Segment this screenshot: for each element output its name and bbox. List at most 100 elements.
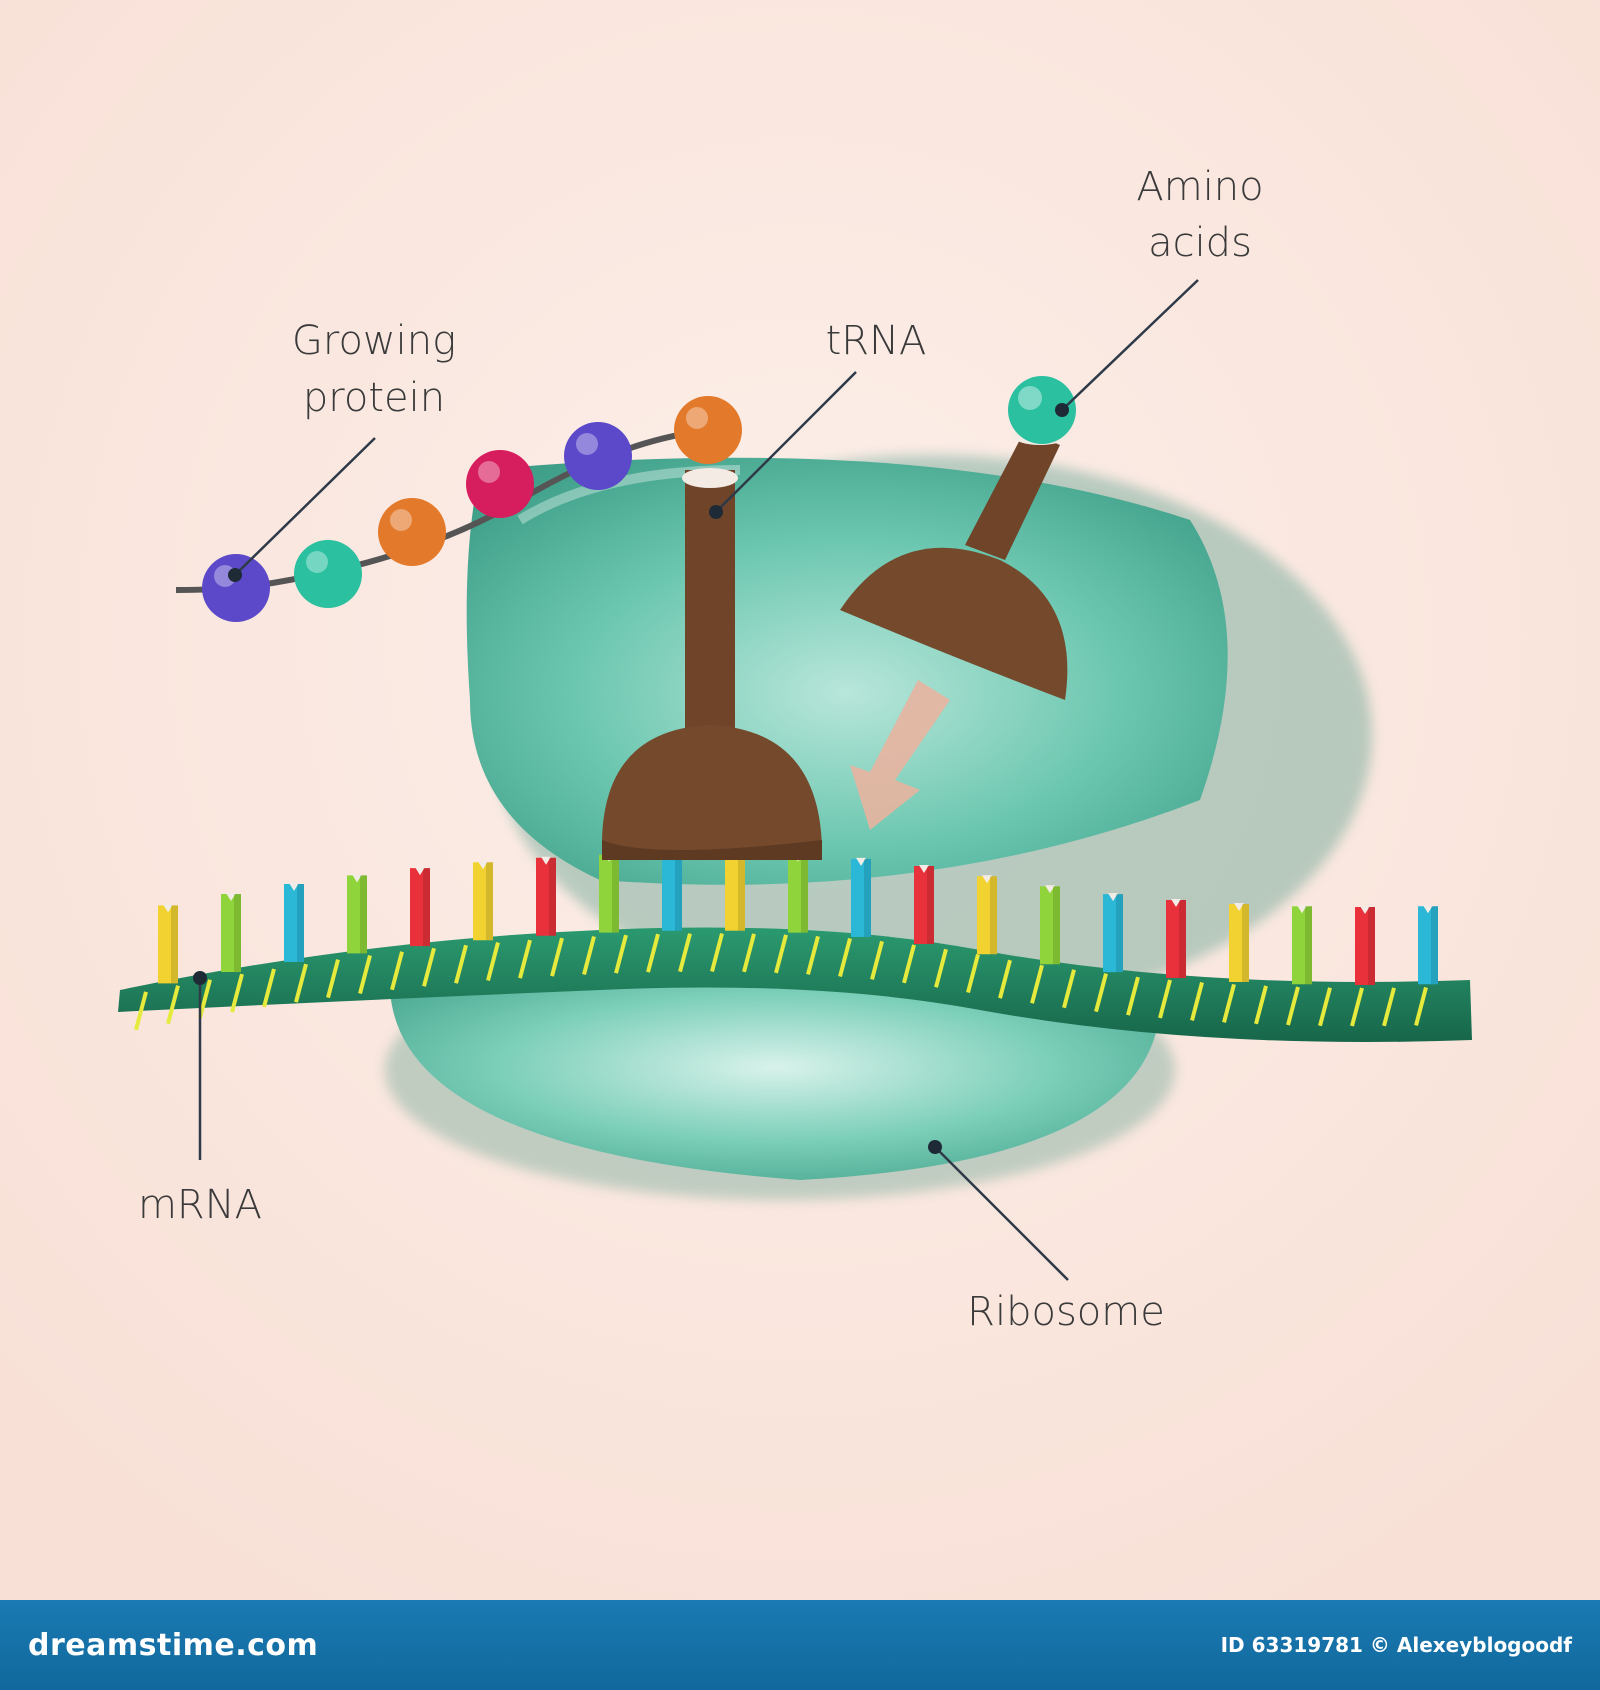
mrna-stripe (326, 959, 340, 999)
mrna-base-notch (289, 883, 299, 892)
protein-bead (674, 396, 742, 464)
mrna-base-shade (801, 854, 808, 933)
label-growing-protein-line2: protein (303, 375, 445, 421)
mrna-stripe (1094, 973, 1108, 1013)
trna-bound (601, 468, 822, 860)
mrna-stripe (806, 935, 820, 975)
translation-diagram: Growing protein tRNA Amino acids mRNA Ri… (0, 0, 1600, 1600)
mrna-base (788, 854, 808, 933)
mrna-strand (118, 851, 1472, 1042)
mrna-stripe (262, 968, 276, 1008)
mrna-stripe (454, 944, 468, 984)
label-amino-acids-line1: Amino (1136, 164, 1263, 210)
mrna-stripe (1350, 987, 1364, 1027)
mrna-base (1418, 906, 1438, 985)
mrna-base (221, 894, 241, 973)
mrna-stripe (614, 934, 628, 974)
mrna-stripe (1414, 986, 1428, 1026)
protein-bead-highlight (390, 509, 412, 531)
mrna-stripe (1190, 981, 1204, 1021)
protein-bead-highlight (576, 433, 598, 455)
mrna-base-notch (1423, 905, 1433, 914)
mrna-base (410, 868, 430, 947)
mrna-stripe (646, 933, 660, 973)
footer-bar: dreamstime.com ID 63319781 © Alexeyblogo… (0, 1600, 1600, 1690)
mrna-base (1229, 903, 1249, 982)
mrna-base-notch (352, 874, 362, 883)
mrna-base (662, 852, 682, 931)
mrna-stripe (294, 963, 308, 1003)
mrna-base-shade (1242, 903, 1249, 982)
protein-bead (466, 450, 534, 518)
protein-bead (294, 540, 362, 608)
mrna-stripe (870, 940, 884, 980)
mrna-base-notch (1234, 902, 1244, 911)
label-trna: tRNA (826, 318, 927, 364)
movement-arrow (850, 680, 950, 830)
protein-bead (564, 422, 632, 490)
mrna-stripe (1382, 987, 1396, 1027)
mrna-base-notch (1108, 893, 1118, 902)
label-growing-protein-line1: Growing (292, 318, 456, 364)
mrna-stripe (198, 979, 212, 1019)
mrna-stripe (710, 933, 724, 973)
mrna-base-shade (1116, 894, 1123, 973)
mrna-base-notch (919, 864, 929, 873)
footer-brand: dreamstime.com (28, 1627, 319, 1663)
protein-beads (202, 396, 742, 622)
mrna-stripe (774, 934, 788, 974)
mrna-stripe (134, 991, 148, 1031)
mrna-base-shade (234, 894, 241, 973)
mrna-bases (158, 851, 1438, 985)
mrna-base-notch (163, 904, 173, 913)
mrna-base (725, 852, 745, 931)
mrna-base-shade (486, 862, 493, 941)
label-amino-acids-line2: acids (1148, 220, 1252, 266)
mrna-base (977, 876, 997, 955)
mrna-base-notch (415, 867, 425, 876)
mrna-base-shade (1368, 906, 1375, 985)
mrna-base (158, 905, 178, 984)
mrna-base-shade (1053, 886, 1060, 965)
mrna-base (284, 884, 304, 963)
mrna-stripe (550, 937, 564, 977)
mrna-base-notch (856, 857, 866, 866)
mrna-stripe (358, 954, 372, 995)
mrna-base (851, 858, 871, 937)
mrna-stripe (1286, 986, 1300, 1026)
mrna-stripe (1222, 983, 1236, 1023)
label-mrna: mRNA (138, 1182, 262, 1228)
protein-bead (378, 498, 446, 566)
mrna-base (1040, 886, 1060, 965)
leader-lines (198, 279, 1199, 1281)
mrna-stripe (1254, 985, 1268, 1025)
protein-bead-highlight (306, 551, 328, 573)
mrna-base-notch (541, 856, 551, 865)
protein-bead (202, 554, 270, 622)
mrna-stripe (1062, 969, 1076, 1009)
mrna-base (473, 862, 493, 941)
mrna-stripe (230, 973, 244, 1013)
mrna-base (1292, 906, 1312, 985)
amino-acid (1008, 376, 1076, 444)
mrna-base-shade (738, 852, 745, 931)
mrna-base-shade (1179, 899, 1186, 978)
mrna-base (347, 875, 367, 954)
mrna-base-shade (612, 854, 619, 933)
footer-credit: ID 63319781 © Alexeyblogoodf (1220, 1633, 1572, 1657)
mrna-stripe (966, 954, 980, 994)
mrna-stripe (902, 944, 916, 984)
leader-dots (193, 403, 1069, 1154)
mrna-base-notch (478, 861, 488, 870)
mrna-base (599, 854, 619, 933)
mrna-base (1355, 906, 1375, 985)
mrna-stripe (998, 959, 1012, 999)
mrna-base-shade (675, 852, 682, 931)
mrna-base-shade (423, 868, 430, 947)
mrna-backbone-stripes (134, 933, 1428, 1031)
mrna-base-notch (982, 875, 992, 884)
mrna-stripe (422, 947, 436, 987)
mrna-base-shade (990, 876, 997, 955)
protein-bead-highlight (686, 407, 708, 429)
mrna-base-shade (864, 858, 871, 937)
